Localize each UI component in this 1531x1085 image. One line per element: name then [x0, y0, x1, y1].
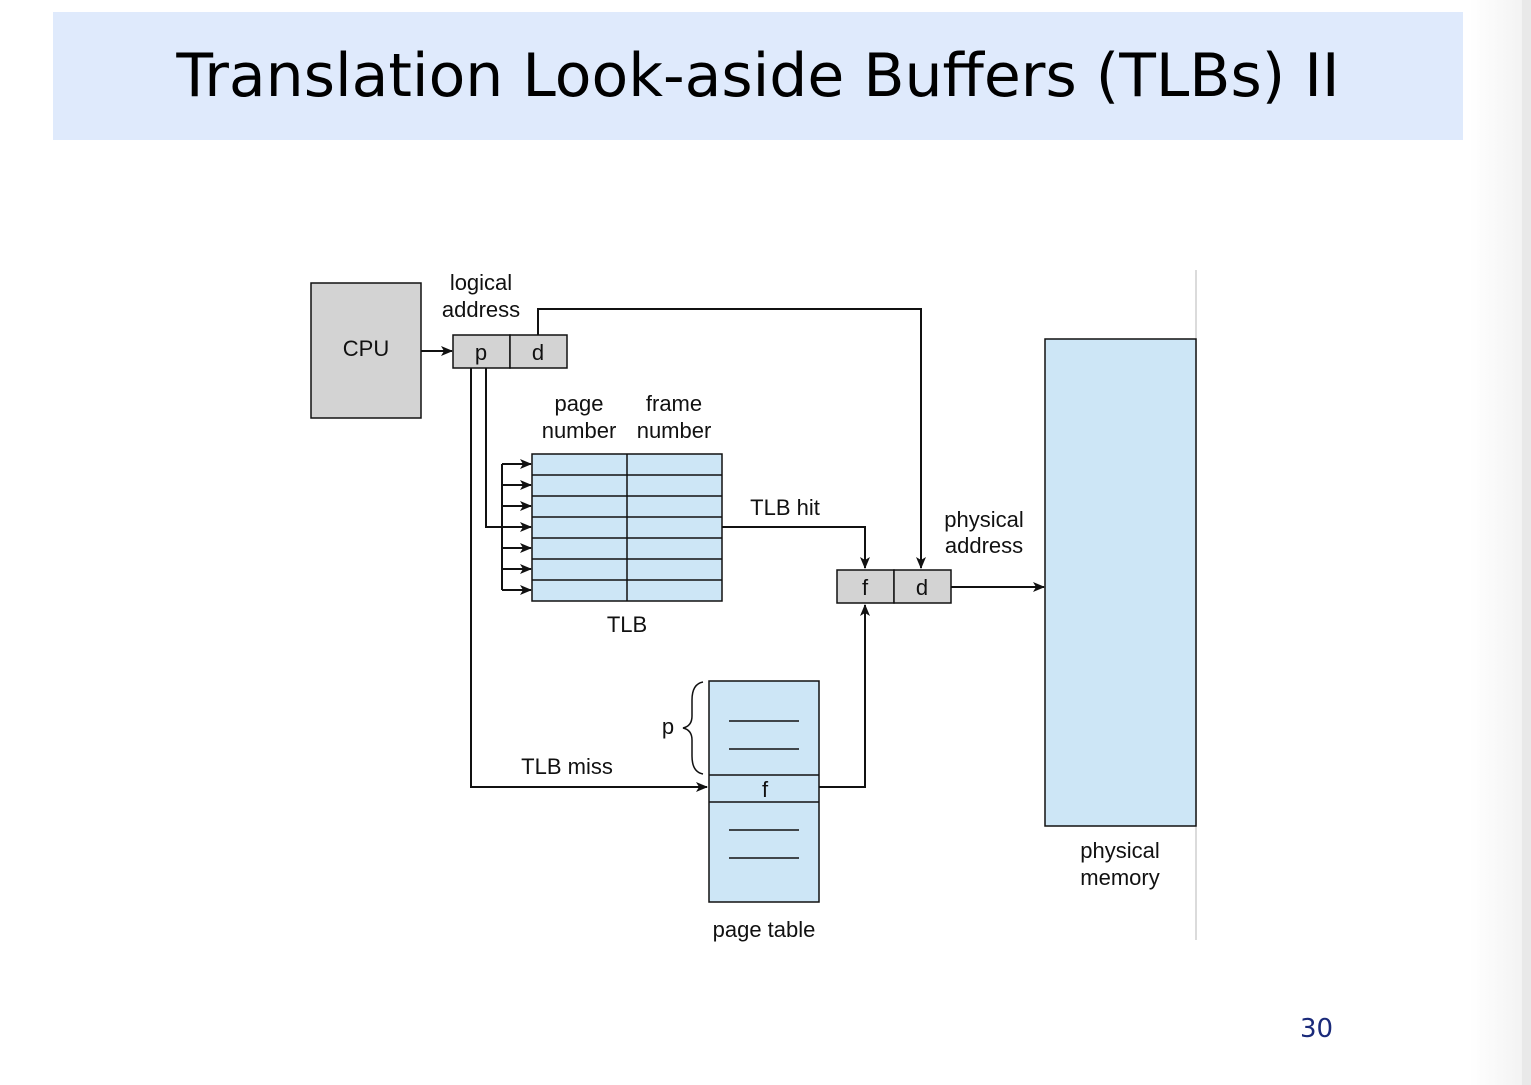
logical-address-label-line2: address	[442, 297, 520, 322]
tlb-lookup-arrows	[485, 368, 532, 595]
page-table-to-frame-arrow	[819, 604, 870, 788]
tlb-header-page-line1: page	[555, 391, 604, 416]
tlb-miss-label: TLB miss	[521, 754, 613, 779]
logical-d-text: d	[532, 340, 544, 365]
title-band: Translation Look-aside Buffers (TLBs) II	[53, 12, 1463, 140]
physical-address-f-cell	[836, 569, 895, 604]
physical-d-text: d	[916, 575, 928, 600]
page-table-brace	[682, 681, 704, 775]
page-number: 30	[1300, 1014, 1334, 1044]
tlb-label: TLB	[607, 612, 647, 637]
page-table-label: page table	[713, 917, 816, 942]
physical-memory-label-line1: physical	[1080, 838, 1159, 863]
page-table-p-text: p	[662, 714, 674, 739]
physical-address-label-line1: physical	[944, 507, 1023, 532]
cpu-label: CPU	[343, 336, 389, 361]
slide-title: Translation Look-aside Buffers (TLBs) II	[176, 41, 1340, 111]
tlb-header-frame-line1: frame	[646, 391, 702, 416]
page-table-f-text: f	[762, 777, 769, 802]
offset-arrow	[537, 308, 926, 569]
physical-address-label-line2: address	[945, 533, 1023, 558]
physical-memory-label-line2: memory	[1080, 865, 1159, 890]
tlb-header-frame-line2: number	[637, 418, 712, 443]
tlb-hit-label: TLB hit	[750, 495, 820, 520]
logical-p-text: p	[475, 340, 487, 365]
tlb-miss-arrow	[470, 368, 708, 792]
slide-edge-strip	[1522, 0, 1531, 1085]
tlb-hit-arrow	[722, 526, 870, 569]
physical-f-text: f	[862, 575, 869, 600]
page-table	[708, 680, 820, 903]
physical-address-d-cell	[893, 569, 952, 604]
tlb-table	[531, 453, 723, 602]
tlb-header-page-line2: number	[542, 418, 617, 443]
physical-memory-box	[1044, 338, 1197, 827]
logical-address-label-line1: logical	[450, 270, 512, 295]
